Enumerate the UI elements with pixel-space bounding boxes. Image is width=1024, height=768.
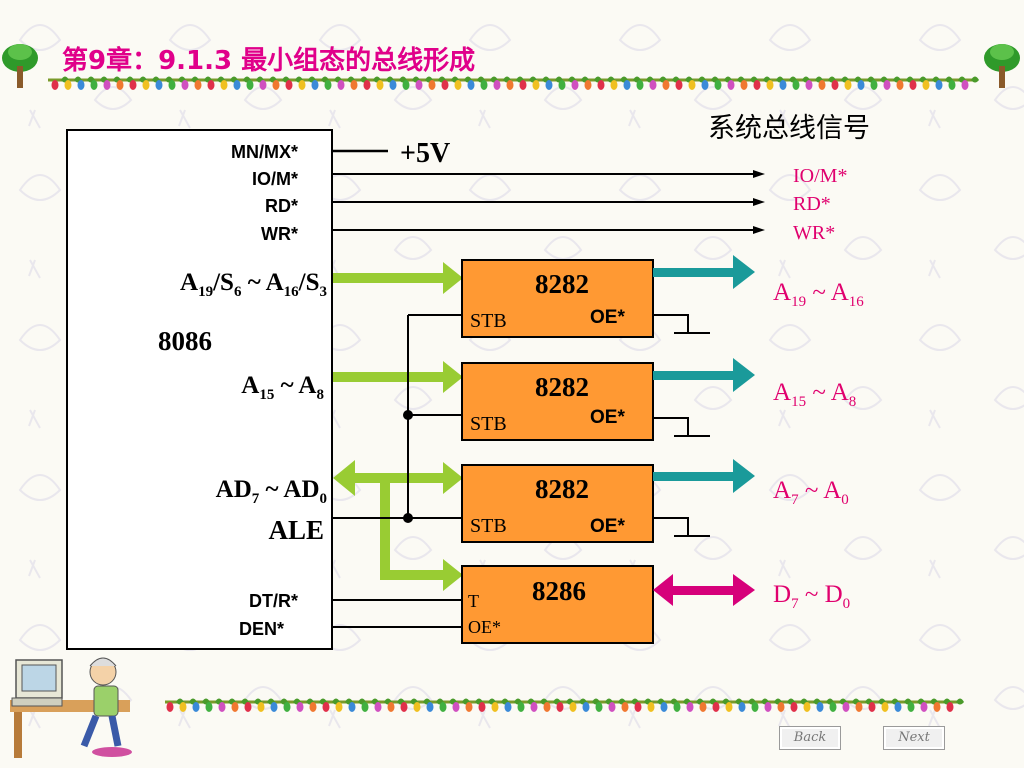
pin-mn-mx: MN/MX* <box>231 142 298 162</box>
output-arrow-a19-16 <box>653 255 755 289</box>
latch-8282-3: 8282 STB OE* <box>461 464 654 543</box>
svg-text:OE*: OE* <box>468 617 501 637</box>
svg-text:STB: STB <box>470 413 507 435</box>
svg-text:8286: 8286 <box>532 576 586 606</box>
pin-a15-8: A15 ~ A8 <box>241 372 324 403</box>
output-arrow-a15-8 <box>653 358 755 392</box>
oe-ground-symbols <box>653 314 710 537</box>
output-arrow-a7-0 <box>653 459 755 493</box>
bottom-garland <box>165 698 964 712</box>
pin-io-m: IO/M* <box>252 169 298 189</box>
address-arrow-a19 <box>333 262 463 294</box>
cpu-8086-box <box>66 129 333 650</box>
svg-text:8282: 8282 <box>535 372 589 402</box>
out-wr: WR* <box>793 222 835 244</box>
top-garland <box>48 76 979 90</box>
tree-right-icon <box>984 44 1020 88</box>
svg-text:T: T <box>468 591 479 611</box>
pin-rd: RD* <box>265 196 298 216</box>
svg-text:OE*: OE* <box>590 307 625 328</box>
out-a15-8: A15 ~ A8 <box>773 379 856 410</box>
system-bus-label: 系统总线信号 <box>708 113 870 144</box>
back-button[interactable]: Back <box>779 726 841 750</box>
vcc-label: +5V <box>400 138 450 169</box>
transceiver-control-lines <box>333 599 462 628</box>
svg-text:8282: 8282 <box>535 269 589 299</box>
pin-wr: WR* <box>261 224 298 244</box>
address-arrow-a15 <box>333 361 463 393</box>
out-a19-16: A19 ~ A16 <box>773 279 864 310</box>
svg-text:STB: STB <box>470 310 507 332</box>
ad-bus-bidirectional-arrow <box>333 460 463 591</box>
slide-title: 第9章：9.1.3 最小组态的总线形成 <box>62 46 476 76</box>
output-arrow-d7-0 <box>653 574 755 606</box>
transceiver-8286: 8286 T OE* <box>461 565 654 644</box>
pin-dt-r: DT/R* <box>249 591 298 611</box>
tree-left-icon <box>2 44 38 88</box>
out-io-m: IO/M* <box>793 165 847 187</box>
pin-den: DEN* <box>239 619 284 639</box>
person-at-computer-icon <box>10 657 132 758</box>
latch-8282-2: 8282 STB OE* <box>461 362 654 441</box>
pin-ad7-0: AD7 ~ AD0 <box>216 476 327 507</box>
out-d7-0: D7 ~ D0 <box>773 581 850 612</box>
latch-8282-1: 8282 STB OE* <box>461 259 654 338</box>
svg-text:OE*: OE* <box>590 516 625 537</box>
next-button[interactable]: Next <box>883 726 945 750</box>
out-a7-0: A7 ~ A0 <box>773 477 849 508</box>
cpu-name: 8086 <box>158 326 212 356</box>
svg-text:8282: 8282 <box>535 474 589 504</box>
svg-text:OE*: OE* <box>590 407 625 428</box>
svg-text:STB: STB <box>470 515 507 537</box>
pin-a19-16: A19/S6 ~ A16/S3 <box>180 269 327 300</box>
control-signal-lines <box>333 170 765 234</box>
out-rd: RD* <box>793 193 831 215</box>
pin-ale: ALE <box>268 515 324 545</box>
